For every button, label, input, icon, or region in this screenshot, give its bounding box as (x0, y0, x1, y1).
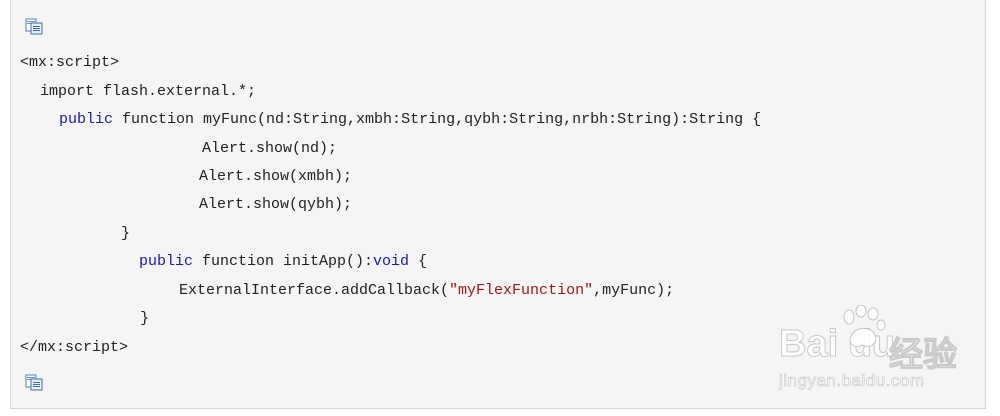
code-line: Alert.show(nd); (202, 140, 338, 157)
code-line: } (121, 225, 131, 242)
keyword: void (373, 253, 410, 270)
string-literal: "myFlexFunction" (449, 282, 594, 299)
watermark-logo-text: Bai du (778, 323, 896, 366)
watermark-jingyan-text: 经验 (889, 335, 958, 376)
code-line: Alert.show(qybh); (199, 196, 353, 213)
code-text: function initApp(): (193, 253, 374, 270)
copy-code-icon[interactable] (25, 18, 44, 35)
code-text: ExternalInterface.addCallback( (179, 282, 450, 299)
code-line: import flash.external.*; (40, 83, 257, 100)
code-block: <mx:script> import flash.external.*; pub… (10, 0, 986, 409)
copy-code-icon[interactable] (25, 374, 44, 391)
code-line: <mx:script> (20, 54, 120, 71)
paw-icon (837, 304, 889, 353)
baidu-jingyan-watermark: Bai du 经验 jingyan.baidu.com (771, 304, 961, 397)
code-line: ExternalInterface.addCallback("myFlexFun… (179, 282, 674, 300)
keyword: public (59, 111, 114, 128)
code-text: { (409, 253, 428, 270)
code-line: } (140, 310, 150, 327)
keyword: public (139, 253, 194, 270)
code-line: Alert.show(xmbh); (199, 168, 353, 185)
code-text: function myFunc(nd:String,xmbh:String,qy… (113, 111, 762, 128)
watermark-url: jingyan.baidu.com (779, 371, 925, 391)
code-line: </mx:script> (20, 339, 129, 356)
code-line: public function initApp():void { (139, 253, 427, 271)
code-text: ,myFunc); (593, 282, 675, 299)
code-line: public function myFunc(nd:String,xmbh:St… (59, 111, 761, 129)
